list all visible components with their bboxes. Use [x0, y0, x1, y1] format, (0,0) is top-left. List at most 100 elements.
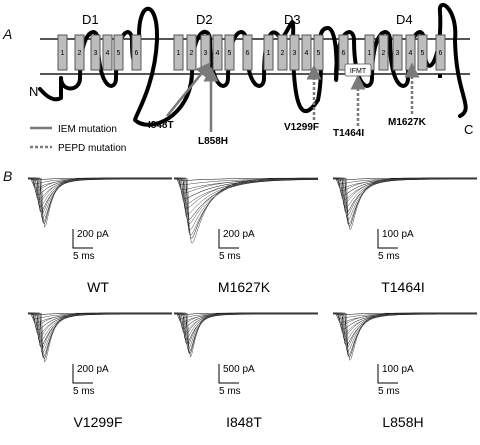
- d3-s4-label: 4: [305, 50, 309, 57]
- d2-s6-label: 6: [246, 50, 250, 57]
- d1-s6-label: 6: [135, 50, 139, 57]
- current-trace: [28, 177, 172, 225]
- channel-topology-diagram: 1 2 3 4 5 6 1 2 3 4 5 6 1 2 3 4 5 6 1 2 …: [29, 3, 473, 154]
- current-trace: [333, 178, 477, 230]
- d3-s1-label: 1: [267, 50, 271, 57]
- current-trace: [28, 312, 172, 338]
- current-trace: [174, 177, 318, 225]
- current-trace: [28, 177, 172, 191]
- d4-s6-label: 6: [439, 50, 443, 57]
- current-trace: [333, 178, 477, 221]
- d4-s3-label: 3: [396, 50, 400, 57]
- scale-current-label: 200 pA: [77, 229, 109, 240]
- scale-bar: [72, 229, 93, 249]
- d4-s2-label: 2: [382, 50, 386, 57]
- d3-s5-label: 5: [317, 50, 321, 57]
- scale-bar: [218, 364, 239, 384]
- d3-s6-label: 6: [342, 50, 346, 57]
- current-trace: [333, 313, 477, 361]
- domain-d1-label: D1: [82, 12, 99, 27]
- d3-s3-label: 3: [293, 50, 297, 57]
- trace-name-label: T1464I: [381, 279, 425, 295]
- scale-time-label: 5 ms: [378, 386, 400, 397]
- current-trace: [28, 313, 172, 343]
- domain-d4-label: D4: [396, 12, 413, 27]
- segment-numbers: 1 2 3 4 5 6 1 2 3 4 5 6 1 2 3 4 5 6 1 2 …: [61, 50, 443, 57]
- scale-bar: [377, 229, 398, 249]
- scale-current-label: 500 pA: [223, 364, 255, 375]
- trace-family-wt: [28, 177, 172, 228]
- scale-bar: [218, 229, 239, 249]
- current-trace: [174, 178, 318, 236]
- current-trace: [174, 313, 318, 329]
- domain-d2-label: D2: [196, 12, 213, 27]
- scale-time-label: 5 ms: [378, 251, 400, 262]
- trace-name-label: WT: [87, 279, 109, 295]
- current-trace: [28, 312, 172, 360]
- current-trace: [333, 178, 477, 225]
- legend-iem-label: IEM mutation: [58, 124, 117, 135]
- current-trace: [333, 178, 477, 189]
- arrow-i848t: [166, 62, 211, 117]
- current-trace: [333, 313, 477, 356]
- mutation-legend: IEM mutation PEPD mutation: [30, 124, 126, 154]
- current-trace: [28, 313, 172, 363]
- d2-s4-label: 4: [216, 50, 220, 57]
- panel-a-letter: A: [3, 26, 13, 42]
- trace-name-label: M1627K: [218, 279, 271, 295]
- current-trace: [333, 313, 477, 330]
- legend-pepd-label: PEPD mutation: [58, 143, 126, 154]
- mutation-v1299f-label: V1299F: [284, 122, 319, 133]
- current-trace: [28, 178, 172, 208]
- trace-family-l858h: [333, 312, 477, 361]
- d3-s2-label: 2: [281, 50, 285, 57]
- d2-s1-label: 1: [177, 50, 181, 57]
- scale-time-label: 5 ms: [219, 386, 241, 397]
- trace-family-i848t: [174, 312, 318, 359]
- n-terminus-label: N: [29, 84, 38, 99]
- d2-s5-label: 5: [228, 50, 232, 57]
- current-trace: [174, 178, 318, 244]
- current-trace: [174, 177, 318, 194]
- mutation-m1627k-label: M1627K: [388, 117, 427, 128]
- d1-s3-label: 3: [94, 50, 98, 57]
- d1-s5-label: 5: [117, 50, 121, 57]
- current-trace: [174, 313, 318, 359]
- polypeptide-chain: [38, 3, 468, 127]
- current-trace: [333, 177, 477, 228]
- scale-time-label: 5 ms: [73, 251, 95, 262]
- d1-s1-label: 1: [61, 50, 65, 57]
- c-terminus-label: C: [464, 122, 473, 137]
- d4-s1-label: 1: [368, 50, 372, 57]
- current-trace: [174, 178, 318, 221]
- current-trace: [333, 313, 477, 334]
- trace-name-label: I848T: [226, 414, 262, 430]
- trace-family-v1299f: [28, 312, 172, 363]
- segment-boxes: [57, 34, 446, 71]
- current-trace: [174, 178, 318, 215]
- panel-b-letter: B: [3, 168, 13, 184]
- current-trace: [333, 313, 477, 342]
- scale-current-label: 100 pA: [382, 229, 414, 240]
- scale-time-label: 5 ms: [73, 386, 95, 397]
- trace-name-label: L858H: [382, 414, 423, 430]
- d4-s5-label: 5: [421, 50, 425, 57]
- current-trace: [174, 312, 318, 354]
- mutation-l858h-label: L858H: [198, 136, 228, 147]
- current-trace: [28, 178, 172, 228]
- scale-bar: [377, 364, 398, 384]
- current-trace: [174, 178, 319, 230]
- d4-s4-label: 4: [409, 50, 413, 57]
- current-traces: [28, 177, 477, 363]
- current-trace: [28, 177, 172, 203]
- current-trace: [333, 313, 477, 323]
- trace-family-m1627k: [174, 177, 319, 244]
- current-trace: [333, 178, 477, 196]
- mutation-t1464i-label: T1464I: [333, 128, 364, 139]
- current-trace: [174, 313, 318, 350]
- d2-s3-label: 3: [204, 50, 208, 57]
- current-trace: [333, 312, 477, 359]
- trace-name-label: V1299F: [73, 414, 122, 430]
